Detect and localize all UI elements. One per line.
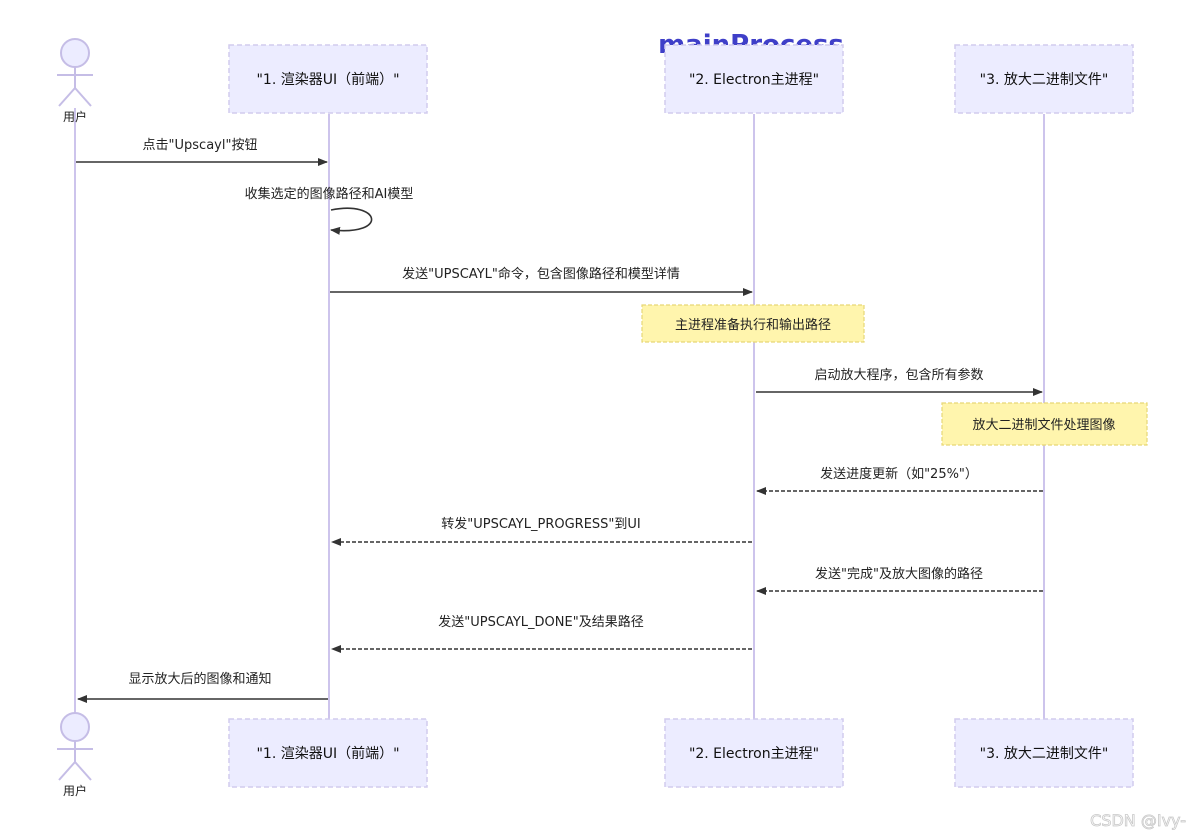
participant-label: "2. Electron主进程": [689, 72, 819, 88]
message-upscayl-done: 发送"UPSCAYL_DONE"及结果路径: [331, 614, 752, 653]
actor-user-top: 用户: [57, 38, 93, 124]
message-forward-progress: 转发"UPSCAYL_PROGRESS"到UI: [331, 516, 752, 546]
actor-right-leg-icon: [74, 87, 92, 107]
actor-label: 用户: [63, 783, 87, 798]
note-text: 主进程准备执行和输出路径: [675, 317, 831, 333]
message-progress-update: 发送进度更新（如"25%"）: [756, 466, 1043, 495]
note-electron-prepare: 主进程准备执行和输出路径: [641, 304, 865, 343]
message-send-done: 发送"完成"及放大图像的路径: [756, 566, 1043, 595]
self-loop-arrow: [330, 207, 373, 235]
actor-head-icon: [60, 712, 90, 742]
participant-box: [228, 718, 428, 788]
message-label: 显示放大后的图像和通知: [128, 671, 271, 687]
actor-left-leg-icon: [58, 761, 76, 781]
participant-box: [954, 44, 1134, 114]
participant-renderer-bottom: "1. 渲染器UI（前端）": [228, 718, 428, 788]
note-box: [941, 402, 1148, 446]
participant-binary-top: "3. 放大二进制文件": [954, 44, 1134, 114]
note-binary-processing: 放大二进制文件处理图像: [941, 402, 1148, 446]
participant-electron-bottom: "2. Electron主进程": [664, 718, 844, 788]
participant-renderer-top: "1. 渲染器UI（前端）": [228, 44, 428, 114]
note-box: [641, 304, 865, 343]
message-label: 发送"UPSCAYL_DONE"及结果路径: [438, 614, 643, 630]
participant-label: "1. 渲染器UI（前端）": [256, 745, 399, 762]
participant-box: [228, 44, 428, 114]
message-show-result: 显示放大后的图像和通知: [77, 671, 328, 703]
participant-electron-top: "2. Electron主进程": [664, 44, 844, 114]
message-click-upscayl: 点击"Upscayl"按钮: [76, 138, 328, 166]
actor-head-icon: [60, 38, 90, 68]
participant-label: "3. 放大二进制文件": [980, 746, 1109, 762]
participant-box: [664, 718, 844, 788]
participant-box: [664, 44, 844, 114]
message-label: 收集选定的图像路径和AI模型: [245, 186, 414, 202]
message-label: 发送"完成"及放大图像的路径: [815, 566, 983, 582]
message-label: 点击"Upscayl"按钮: [143, 138, 258, 153]
note-text: 放大二进制文件处理图像: [972, 418, 1115, 433]
watermark: CSDN @Ivy-: [1090, 811, 1186, 830]
participant-label: "2. Electron主进程": [689, 746, 819, 762]
participant-label: "1. 渲染器UI（前端）": [256, 71, 399, 88]
message-send-upscayl: 发送"UPSCAYL"命令，包含图像路径和模型详情: [330, 266, 753, 296]
actor-right-leg-icon: [74, 761, 92, 781]
participant-binary-bottom: "3. 放大二进制文件": [954, 718, 1134, 788]
message-label: 发送"UPSCAYL"命令，包含图像路径和模型详情: [402, 266, 680, 282]
message-label: 转发"UPSCAYL_PROGRESS"到UI: [441, 516, 641, 532]
participant-box: [954, 718, 1134, 788]
message-label: 发送进度更新（如"25%"）: [820, 466, 978, 482]
participant-label: "3. 放大二进制文件": [980, 72, 1109, 88]
actor-left-leg-icon: [58, 87, 76, 107]
actor-user-bottom: 用户: [57, 712, 93, 798]
message-collect-paths: 收集选定的图像路径和AI模型: [245, 186, 414, 235]
message-start-upscale: 启动放大程序，包含所有参数: [756, 367, 1043, 396]
message-label: 启动放大程序，包含所有参数: [814, 367, 983, 383]
actor-label: 用户: [63, 109, 87, 124]
